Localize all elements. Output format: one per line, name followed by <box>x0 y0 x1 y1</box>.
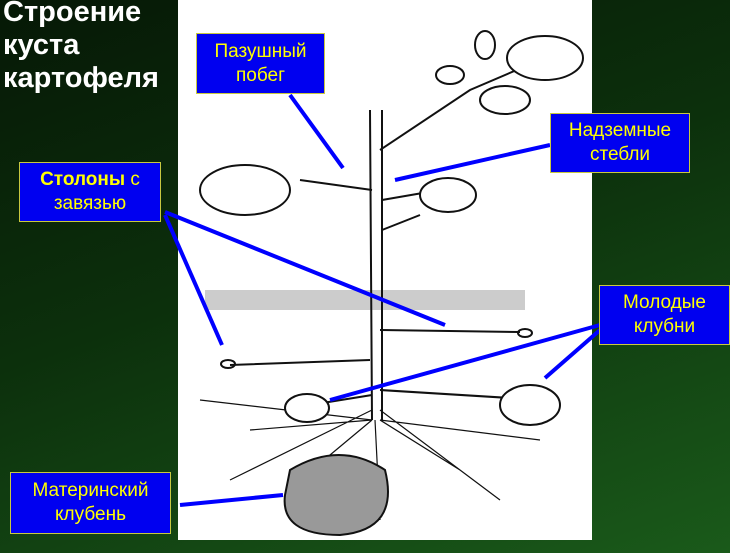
soil-layer <box>205 290 525 310</box>
stolons <box>229 329 521 406</box>
branches <box>299 59 541 231</box>
arrow <box>164 210 446 327</box>
leaf <box>419 177 477 213</box>
arrow <box>163 214 224 346</box>
leaf <box>474 30 496 60</box>
label-text: стебли <box>589 144 651 165</box>
label-text: Пазушный <box>214 40 307 62</box>
label-text: Материнский <box>32 480 149 501</box>
label-text: Молодые <box>623 292 706 313</box>
label-text-bold: Столоны <box>40 169 126 190</box>
young-tuber <box>284 393 330 423</box>
stolon-ovary <box>220 359 236 369</box>
arrow <box>543 328 602 380</box>
mother-tuber <box>283 454 389 537</box>
leaf <box>506 35 584 81</box>
title-line: куста <box>3 29 80 61</box>
label-text: завязью <box>53 193 127 214</box>
slide-title: Строение куста картофеля <box>3 0 159 95</box>
label-young-tubers: Молодые клубни <box>599 285 730 345</box>
stolon-ovary <box>517 328 533 338</box>
leaf <box>479 85 531 115</box>
label-stolons: Столоны с завязью <box>19 162 161 222</box>
label-text: с <box>125 169 140 190</box>
title-line: картофеля <box>3 62 159 94</box>
title-line: Строение <box>3 0 142 28</box>
arrows <box>163 93 602 507</box>
label-mother-tuber: Материнский клубень <box>10 472 171 534</box>
label-axillary-shoot: Пазушный побег <box>196 33 325 94</box>
label-aboveground-stems: Надземные стебли <box>550 113 690 173</box>
label-text: побег <box>235 64 286 86</box>
label-text: клубень <box>55 504 126 525</box>
arrow <box>394 143 551 182</box>
young-tuber <box>499 384 561 426</box>
leaf <box>199 164 291 216</box>
arrow <box>288 93 345 170</box>
arrow <box>179 493 284 507</box>
label-text: клубни <box>633 316 696 337</box>
label-text: Надземные <box>568 120 672 141</box>
arrow <box>329 323 601 402</box>
main-stem <box>369 109 383 421</box>
leaf <box>435 65 465 85</box>
